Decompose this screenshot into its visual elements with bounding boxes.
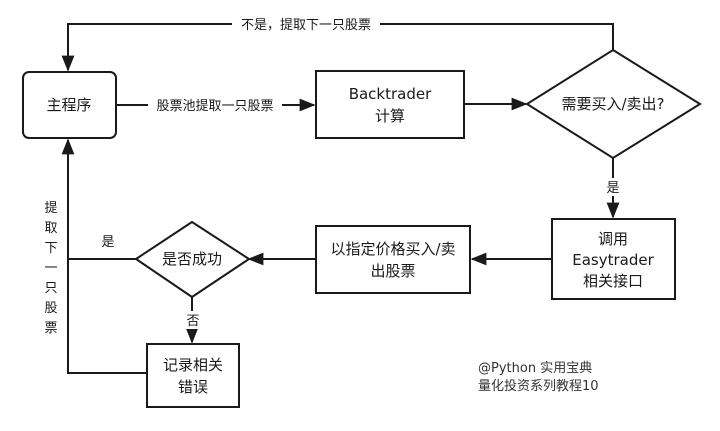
edge-pick-from-pool-label-bg [148, 96, 282, 114]
watermark-line2: 量化投资系列教程10 [478, 378, 599, 394]
watermark: @Python 实用宝典 量化投资系列教程10 [478, 361, 599, 394]
edge-no-next-stock-label-bg [232, 15, 380, 33]
node-trade-at-price-box [315, 225, 471, 294]
node-need-trade-diamond [525, 48, 702, 160]
node-main-program-box [22, 71, 117, 139]
vertical-char: 只 [44, 281, 57, 296]
node-trade-at-price-line2: 出股票 [370, 262, 415, 280]
vertical-char: 一 [44, 261, 57, 276]
edge-no-next-stock-label: 不是，提取下一只股票 [241, 17, 371, 33]
edge-log-error-return-line [67, 259, 146, 374]
node-log-error-line1: 记录相关 [163, 356, 223, 374]
node-success-label: 是否成功 [162, 250, 222, 268]
vertical-char: 提 [44, 200, 57, 216]
vertical-char: 股 [44, 301, 57, 316]
node-success-diamond [134, 220, 251, 299]
watermark-line1: @Python 实用宝典 [478, 361, 592, 376]
node-easytrader-line3: 相关接口 [583, 272, 643, 290]
edge-next-stock-vertical-label: 提 取 下 一 只 股 票 [44, 200, 57, 336]
node-backtrader: Backtrader 计算 [315, 70, 465, 139]
node-trade-at-price-line1: 以指定价格买入/卖 [330, 240, 455, 258]
node-backtrader-line1: Backtrader [349, 85, 432, 103]
node-need-trade-decision: 需要买入/卖出? [525, 48, 702, 160]
edge-no-success-label: 否 [186, 314, 199, 329]
node-log-error: 记录相关 错误 [146, 343, 240, 408]
vertical-char: 票 [44, 321, 57, 336]
edge-yes-success-label: 是 [101, 235, 114, 250]
node-main-program: 主程序 [22, 71, 117, 139]
node-easytrader-line2: Easytrader [572, 251, 654, 269]
edge-pick-from-pool-label: 股票池提取一只股票 [156, 98, 273, 114]
node-need-trade-label: 需要买入/卖出? [561, 95, 664, 113]
node-easytrader-box [551, 218, 676, 300]
node-easytrader: 调用 Easytrader 相关接口 [551, 218, 676, 300]
edge-yes-trade-label-bg [604, 178, 622, 196]
node-easytrader-line1: 调用 [598, 230, 628, 248]
node-log-error-line2: 错误 [178, 378, 208, 396]
edge-yes-trade-label: 是 [606, 181, 619, 196]
node-backtrader-box [315, 70, 465, 139]
vertical-char: 下 [44, 241, 57, 256]
node-success-decision: 是否成功 [134, 220, 251, 299]
node-log-error-box [146, 343, 240, 408]
edge-no-success-label-bg [184, 311, 202, 329]
node-backtrader-line2: 计算 [375, 107, 405, 125]
node-main-program-label: 主程序 [46, 96, 91, 114]
node-trade-at-price: 以指定价格买入/卖 出股票 [315, 225, 471, 294]
vertical-char: 取 [44, 221, 57, 236]
